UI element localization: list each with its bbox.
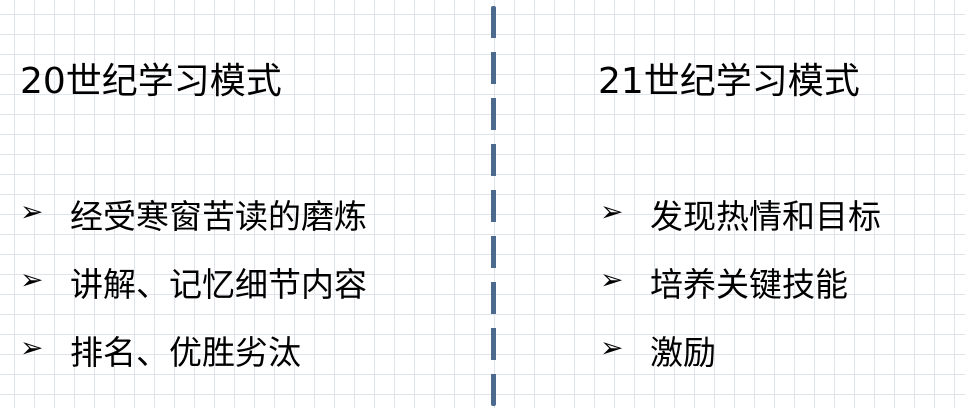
list-item: ➢排名、优胜劣汰 [20, 326, 367, 394]
arrow-bullet-icon: ➢ [600, 331, 624, 364]
arrow-bullet-icon: ➢ [20, 195, 44, 228]
arrow-bullet-icon: ➢ [20, 263, 44, 296]
left-list: ➢经受寒窗苦读的磨炼 ➢讲解、记忆细节内容 ➢排名、优胜劣汰 [20, 190, 367, 394]
arrow-bullet-icon: ➢ [600, 195, 624, 228]
right-title: 21世纪学习模式 [598, 61, 860, 102]
list-item: ➢激励 [600, 326, 881, 394]
list-item: ➢培养关键技能 [600, 258, 881, 326]
right-list: ➢发现热情和目标 ➢培养关键技能 ➢激励 [600, 190, 881, 394]
list-item: ➢经受寒窗苦读的磨炼 [20, 190, 367, 258]
arrow-bullet-icon: ➢ [600, 263, 624, 296]
dashed-divider [491, 6, 496, 406]
arrow-bullet-icon: ➢ [20, 331, 44, 364]
list-item: ➢讲解、记忆细节内容 [20, 258, 367, 326]
list-item: ➢发现热情和目标 [600, 190, 881, 258]
left-title: 20世纪学习模式 [20, 61, 282, 102]
